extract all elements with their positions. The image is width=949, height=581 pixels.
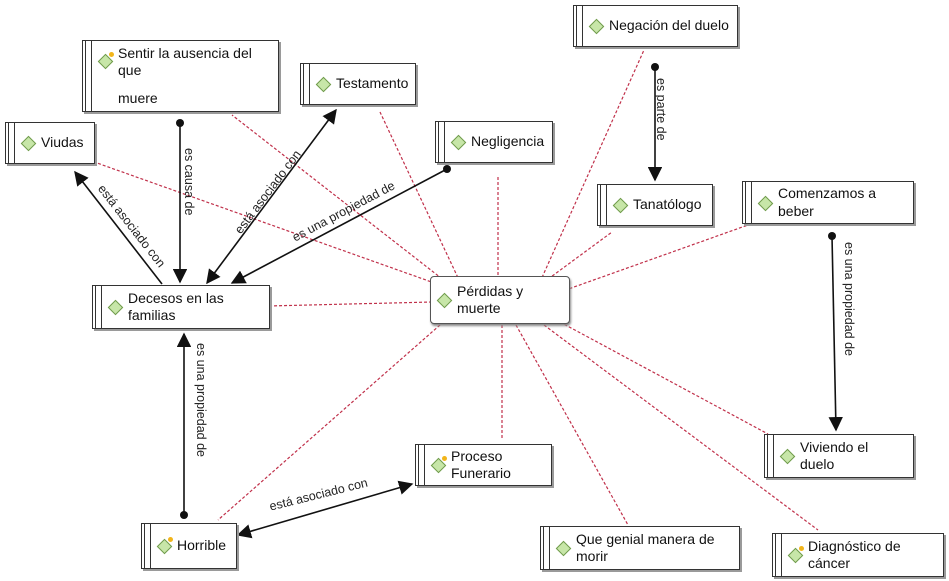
- node-label: Tanatólogo: [633, 196, 702, 213]
- node-bar: [743, 182, 752, 223]
- node-label-line: muere: [118, 89, 158, 106]
- dashed-link-testamento: [379, 111, 461, 283]
- link-origin-dot: [443, 165, 451, 173]
- node-bar: [598, 185, 607, 225]
- node-bar: [416, 445, 425, 485]
- node-label: Sentir la ausencia del que muere: [118, 45, 278, 108]
- arrow-decesos-testamento: [206, 108, 337, 285]
- concept-icon: [450, 134, 466, 150]
- node-bar: [93, 286, 102, 328]
- node-proceso-funerario[interactable]: Proceso Funerario: [415, 444, 552, 486]
- node-bar: [773, 534, 782, 576]
- node-perdidas-y-muerte[interactable]: Pérdidas y muerte: [430, 276, 570, 324]
- concept-icon: [787, 546, 804, 563]
- link-origin-dot: [651, 63, 659, 71]
- dashed-link-decesos: [267, 301, 433, 307]
- link-label-propiedad-comenzamos: es una propiedad de: [842, 242, 856, 356]
- node-label: Decesos en las familias: [128, 289, 224, 324]
- node-bar: [6, 123, 15, 163]
- concept-icon: [97, 52, 114, 69]
- node-horrible[interactable]: Horrible: [141, 523, 237, 569]
- node-label: Pérdidas y muerte: [457, 282, 524, 317]
- concept-icon: [555, 540, 571, 556]
- dashed-link-viviendo: [559, 321, 769, 435]
- node-label: Negligencia: [471, 133, 545, 150]
- link-origin-dot: [176, 119, 184, 127]
- node-bar: [301, 64, 310, 104]
- node-decesos-en-las-familias[interactable]: Decesos en las familias: [92, 285, 270, 329]
- node-label: Viviendo el duelo: [800, 438, 869, 473]
- concept-icon: [757, 195, 773, 211]
- node-viviendo-el-duelo[interactable]: Viviendo el duelo: [764, 434, 914, 478]
- node-bar: [541, 527, 550, 569]
- node-bar: [436, 122, 445, 162]
- node-label: Horrible: [177, 537, 227, 554]
- concept-icon: [156, 537, 173, 554]
- node-negacion-del-duelo[interactable]: Negación del duelo: [573, 5, 738, 47]
- node-testamento[interactable]: Testamento: [300, 63, 416, 105]
- concept-icon: [430, 456, 447, 473]
- node-bar: [574, 6, 583, 46]
- concept-icon: [20, 135, 36, 151]
- dashed-link-negacion: [539, 49, 645, 283]
- link-origin-dot: [828, 232, 836, 240]
- node-label: Proceso Funerario: [451, 447, 511, 482]
- arrow-viudas-decesos: [74, 170, 163, 285]
- link-label-parte-de: es parte de: [654, 78, 668, 141]
- dashed-link-genial: [515, 324, 629, 526]
- link-label-propiedad-horrible: es una propiedad de: [194, 343, 208, 457]
- node-comenzamos-a-beber[interactable]: Comenzamos a beber: [742, 181, 914, 224]
- node-label: Diagnóstico de cáncer: [808, 537, 901, 572]
- arrow-comenzamos-viviendo: [828, 235, 843, 432]
- node-label: Que genial manera de morir: [576, 530, 715, 565]
- node-label: Negación del duelo: [609, 17, 729, 34]
- dashed-link-comenzamos: [559, 224, 749, 293]
- concept-icon: [315, 76, 331, 92]
- node-diagnostico-de-cancer[interactable]: Diagnóstico de cáncer: [772, 533, 944, 577]
- link-origin-dot: [180, 511, 188, 519]
- node-label-line: Sentir la ausencia del que: [118, 44, 252, 79]
- node-label: Comenzamos a beber: [778, 185, 877, 219]
- concept-icon: [436, 292, 452, 308]
- node-bar: [765, 435, 774, 477]
- node-bar: [83, 41, 92, 111]
- node-negligencia[interactable]: Negligencia: [435, 121, 553, 163]
- concept-icon: [612, 197, 628, 213]
- dashed-link-cancer: [539, 321, 819, 531]
- concept-icon: [588, 18, 604, 34]
- node-que-genial-manera-de-morir[interactable]: Que genial manera de morir: [540, 526, 740, 570]
- node-sentir-ausencia[interactable]: Sentir la ausencia del que muere: [82, 40, 279, 112]
- node-bar: [142, 524, 151, 568]
- link-label-es-causa-de: es causa de: [182, 148, 196, 216]
- node-tanatologo[interactable]: Tanatólogo: [597, 184, 713, 226]
- concept-icon: [779, 448, 795, 464]
- node-label: Viudas: [41, 134, 84, 151]
- node-viudas[interactable]: Viudas: [5, 122, 95, 164]
- arrow-negligencia-decesos: [230, 168, 448, 284]
- node-label: Testamento: [336, 75, 409, 92]
- concept-icon: [107, 299, 123, 315]
- arrow-horrible-proceso: [236, 480, 414, 539]
